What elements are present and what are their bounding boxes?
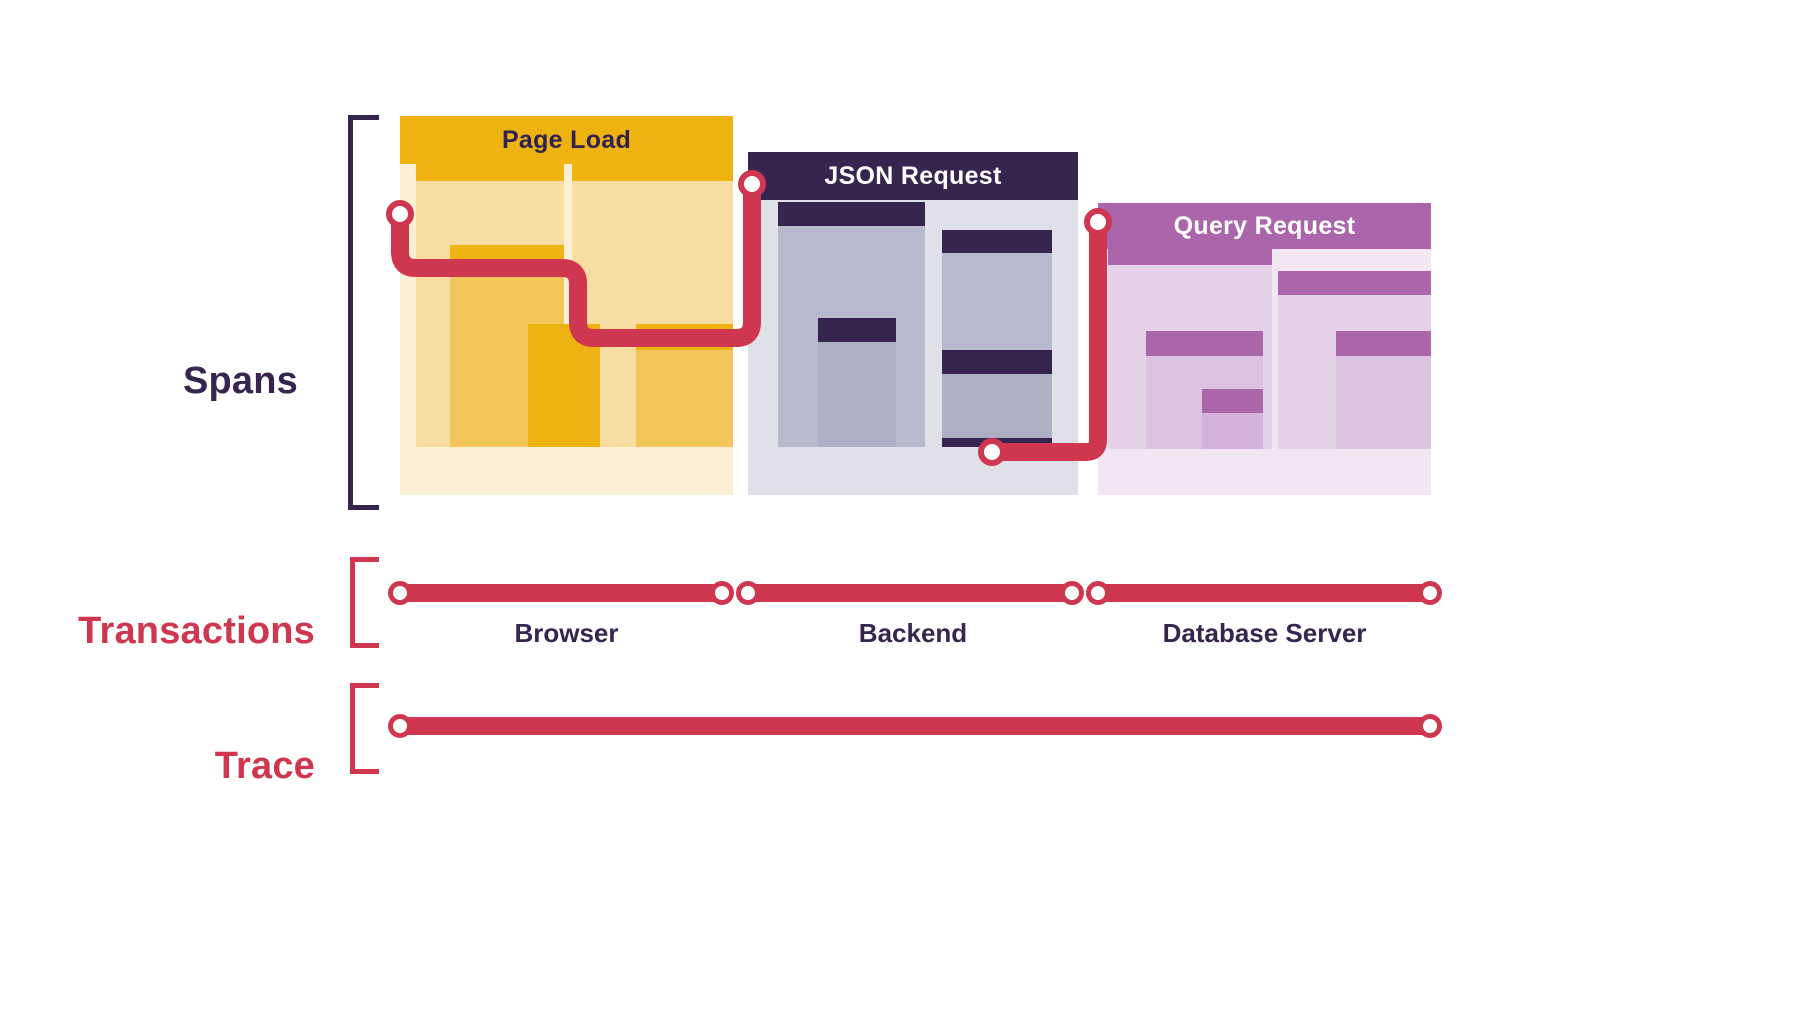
transaction-endpoint[interactable] — [1060, 581, 1084, 605]
span-panel-database-title: Query Request — [1098, 203, 1431, 249]
span-bar-cap — [1278, 271, 1431, 295]
service-caption-backend: Backend — [858, 618, 968, 648]
connector-node-database-span-start[interactable] — [1084, 208, 1112, 236]
transaction-endpoint[interactable] — [388, 581, 412, 605]
span-panel-backend-title: JSON Request — [748, 152, 1078, 200]
span-bar-cap — [778, 202, 925, 226]
row-label-trace: Trace — [214, 745, 315, 787]
span-bar-cap — [1108, 249, 1272, 265]
transaction-endpoint[interactable] — [1418, 581, 1442, 605]
span-bar-cap — [818, 318, 896, 342]
span-bar-cap — [1336, 331, 1431, 356]
row-label-spans: Spans — [182, 360, 298, 402]
connector-node-backend-span-start[interactable] — [738, 170, 766, 198]
connector-node-backend-db-call[interactable] — [978, 438, 1006, 466]
trace-endpoint[interactable] — [388, 714, 412, 738]
span-panel-database-body — [1098, 249, 1431, 495]
transaction-endpoint[interactable] — [710, 581, 734, 605]
connector-node-browser-span-start[interactable] — [386, 200, 414, 228]
transaction-endpoint[interactable] — [736, 581, 760, 605]
span-bar[interactable] — [818, 318, 896, 447]
transaction-segment[interactable] — [400, 584, 722, 602]
bracket-trace — [350, 683, 379, 774]
transaction-endpoint[interactable] — [1086, 581, 1110, 605]
span-bar[interactable] — [1202, 389, 1263, 449]
bracket-spans — [348, 115, 379, 510]
trace-segment[interactable] — [400, 717, 1430, 735]
span-bar[interactable] — [1336, 331, 1431, 449]
transaction-segment[interactable] — [1098, 584, 1430, 602]
span-panel-database[interactable]: Query Request — [1098, 203, 1431, 495]
span-bar-cap — [1146, 331, 1263, 356]
span-bar-cap — [1202, 389, 1263, 413]
trace-endpoint[interactable] — [1418, 714, 1442, 738]
service-caption-database: Database Server — [1162, 618, 1367, 648]
span-panel-browser-title: Page Load — [400, 116, 733, 164]
row-label-transactions: Transactions — [78, 610, 315, 652]
transaction-segment[interactable] — [748, 584, 1072, 602]
bracket-transactions — [350, 557, 379, 648]
service-caption-browser: Browser — [514, 618, 619, 648]
